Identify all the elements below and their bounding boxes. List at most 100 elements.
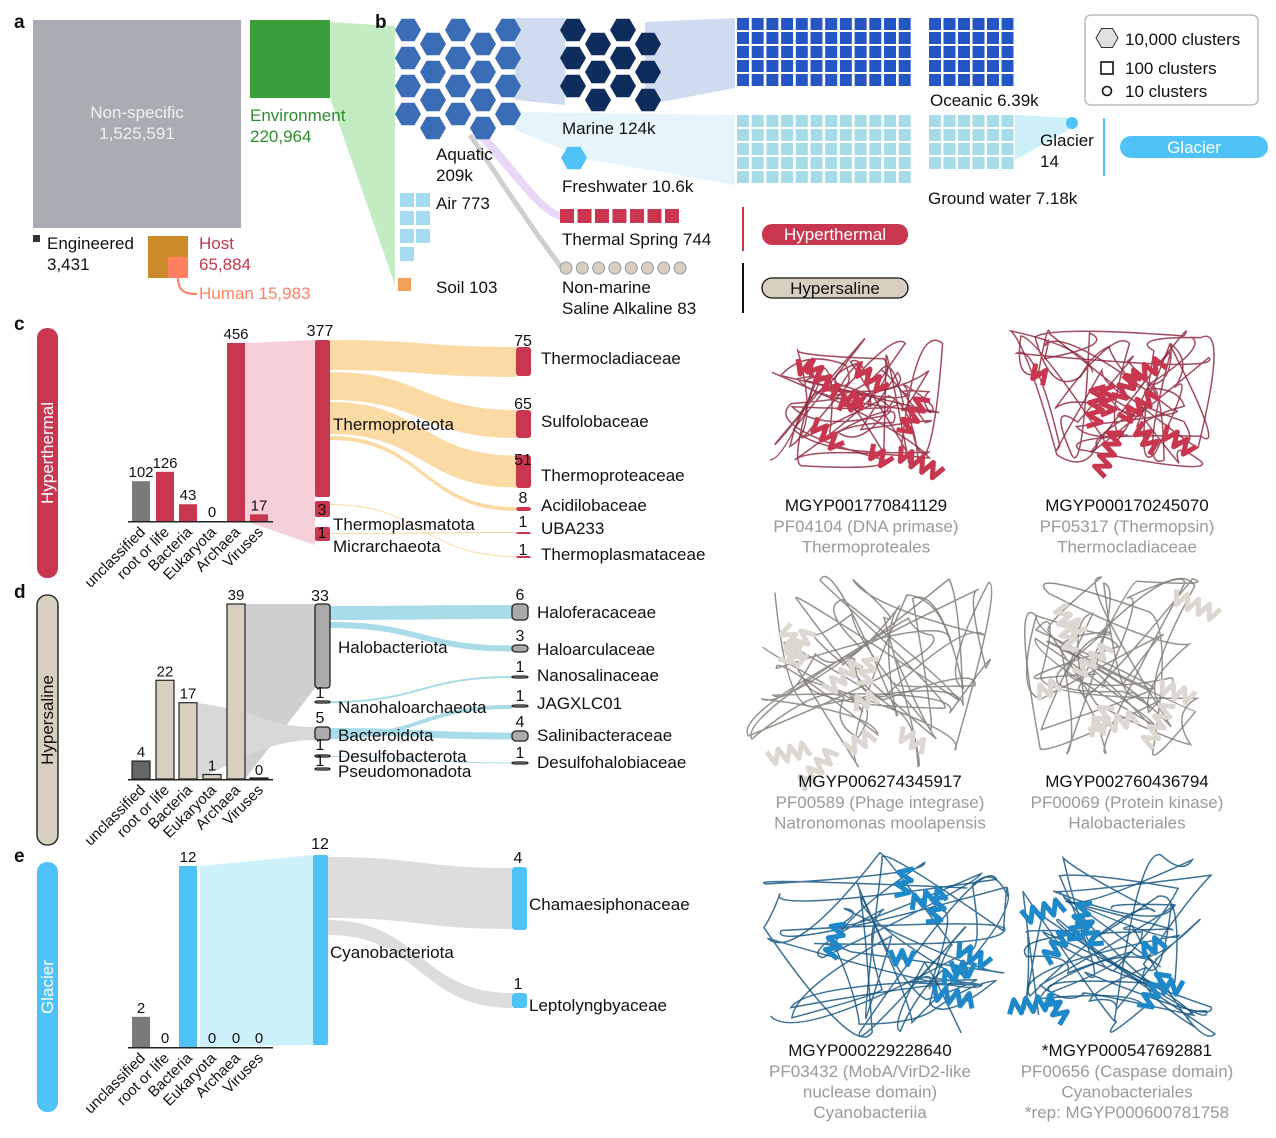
taxon-flow-band bbox=[245, 340, 315, 545]
source-node bbox=[314, 754, 331, 758]
air-square-icon bbox=[400, 229, 414, 243]
groundwater-square-icon bbox=[1001, 143, 1014, 155]
oceanic-square-icon bbox=[781, 32, 794, 44]
protein-annotation-label: Natronomonas moolapensis bbox=[774, 814, 986, 833]
oceanic-square-icon bbox=[1001, 32, 1014, 44]
groundwater-square-icon bbox=[884, 157, 896, 169]
source-value-label: 3 bbox=[318, 502, 327, 519]
oceanic-square-icon bbox=[854, 32, 867, 44]
thermal-square-icon bbox=[560, 209, 574, 223]
protein-annotation-label: nuclease domain) bbox=[803, 1083, 937, 1102]
target-node bbox=[512, 867, 527, 930]
oceanic-square-icon bbox=[943, 18, 956, 30]
protein-helix bbox=[909, 885, 949, 911]
groundwater-square-icon bbox=[781, 115, 794, 127]
glacier-value: 14 bbox=[1040, 152, 1059, 171]
protein-helix bbox=[1121, 356, 1169, 388]
bar-axis-line bbox=[128, 521, 273, 523]
air-label: Air 773 bbox=[436, 194, 490, 213]
oceanic-square-icon bbox=[737, 32, 749, 44]
sankey-flow bbox=[328, 920, 512, 1008]
protein-helix bbox=[1141, 935, 1168, 959]
saline-circle-icon bbox=[641, 261, 654, 275]
oceanic-square-icon bbox=[810, 74, 823, 86]
protein-helix bbox=[822, 921, 847, 961]
sankey-flow bbox=[330, 532, 516, 534]
aquatic-label: Aquatic bbox=[436, 145, 493, 164]
sankey-flow bbox=[330, 756, 512, 764]
oceanic-square-icon bbox=[943, 32, 956, 44]
oceanic-square-icon bbox=[810, 46, 823, 58]
sankey-flow bbox=[330, 340, 516, 377]
aquatic-thermal-flow bbox=[474, 128, 560, 220]
protein-helix bbox=[778, 621, 809, 670]
groundwater-square-icon bbox=[795, 129, 808, 141]
sankey-flow bbox=[330, 728, 512, 740]
sankey-flow bbox=[330, 676, 512, 703]
oceanic-square-icon bbox=[929, 46, 941, 58]
saline-label-1: Non-marine bbox=[562, 278, 651, 297]
groundwater-square-icon bbox=[825, 129, 838, 141]
oceanic-square-icon bbox=[898, 74, 911, 86]
aquatic-hex-icon bbox=[445, 102, 471, 126]
target-name-label: Haloferacaceae bbox=[537, 603, 656, 622]
oceanic-square-icon bbox=[869, 60, 882, 72]
panel-label-a: a bbox=[14, 12, 25, 33]
groundwater-square-icon bbox=[825, 171, 838, 183]
target-value-label: 75 bbox=[514, 333, 532, 350]
groundwater-square-icon bbox=[898, 129, 911, 141]
marine-hex-icon bbox=[585, 32, 611, 56]
groundwater-square-icon bbox=[854, 115, 867, 127]
source-name-label: Halobacteriota bbox=[338, 638, 448, 657]
oceanic-square-icon bbox=[1001, 74, 1014, 86]
oceanic-square-icon bbox=[854, 74, 867, 86]
source-value-label: 377 bbox=[307, 323, 334, 340]
groundwater-square-icon bbox=[854, 143, 867, 155]
groundwater-square-icon bbox=[795, 115, 808, 127]
target-node bbox=[511, 675, 529, 679]
aquatic-hex-icon bbox=[470, 60, 496, 84]
protein-structure-image bbox=[769, 338, 946, 481]
marine-hex-icon bbox=[635, 60, 661, 84]
oceanic-square-icon bbox=[898, 60, 911, 72]
protein-helix bbox=[1132, 420, 1160, 456]
oceanic-square-icon bbox=[972, 46, 985, 58]
source-name-label: Cyanobacteriota bbox=[330, 943, 454, 962]
oceanic-square-icon bbox=[958, 60, 970, 72]
air-square-icon bbox=[400, 211, 414, 225]
protein-helix bbox=[841, 729, 878, 755]
environment-block bbox=[250, 20, 330, 98]
groundwater-square-icon bbox=[751, 129, 764, 141]
oceanic-square-icon bbox=[929, 60, 941, 72]
protein-helix bbox=[1037, 677, 1064, 701]
marine-hex-icon bbox=[560, 46, 586, 70]
source-node bbox=[314, 726, 331, 741]
env-pill-label-d: Hypersaline bbox=[38, 675, 57, 765]
groundwater-square-icon bbox=[795, 143, 808, 155]
protein-helix bbox=[956, 940, 994, 971]
aquatic-hex-icon bbox=[445, 46, 471, 70]
env-pill-label-c: Hyperthermal bbox=[38, 402, 57, 504]
aquatic-hex-icon bbox=[470, 116, 496, 140]
oceanic-square-icon bbox=[839, 32, 852, 44]
protein-helix bbox=[1110, 372, 1142, 401]
env-pill-label-e: Glacier bbox=[38, 960, 57, 1014]
groundwater-square-icon bbox=[854, 129, 867, 141]
oceanic-square-icon bbox=[987, 60, 999, 72]
groundwater-square-icon bbox=[810, 143, 823, 155]
protein-coil bbox=[795, 575, 993, 768]
marine-hex-icon bbox=[585, 60, 611, 84]
oceanic-square-icon bbox=[825, 32, 838, 44]
groundwater-square-icon bbox=[781, 157, 794, 169]
oceanic-square-icon bbox=[987, 74, 999, 86]
target-name-label: Nanosalinaceae bbox=[537, 666, 659, 685]
environment-label: Environment bbox=[250, 106, 346, 125]
saline-circle-icon bbox=[559, 261, 573, 275]
target-node bbox=[516, 532, 531, 534]
oceanic-square-icon bbox=[972, 60, 985, 72]
bar-Viruses bbox=[250, 514, 268, 521]
protein-annotation-label: Cyanobacteriia bbox=[813, 1103, 927, 1122]
protein-helix bbox=[797, 747, 840, 792]
oceanic-square-icon bbox=[737, 46, 749, 58]
